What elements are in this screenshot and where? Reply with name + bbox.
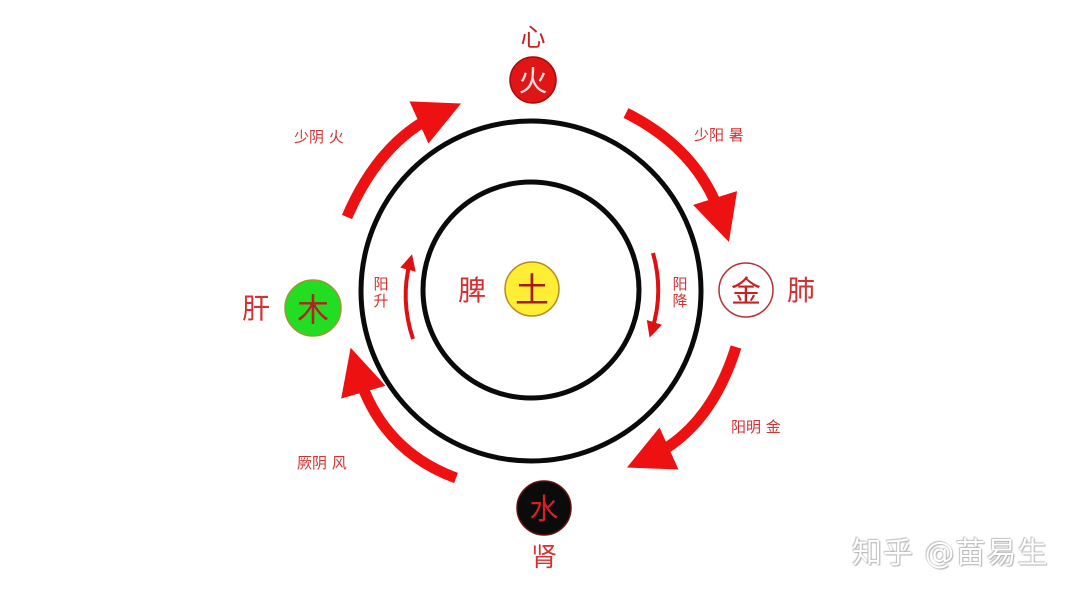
metal-circle (718, 262, 774, 318)
lung-organ-label: 肺 (787, 274, 815, 307)
wood-node: 木 肝 (242, 279, 342, 337)
arrow-yang-descending (646, 252, 663, 338)
shaoyang-summer-label: 少阳 暑 (694, 126, 744, 144)
fire-element-label: 火 (518, 64, 547, 98)
water-element-label: 水 (529, 492, 558, 526)
yang-descending-label-1: 阳 (672, 275, 687, 293)
metal-node: 金 肺 (718, 262, 815, 318)
wood-circle (284, 279, 342, 337)
fire-circle (509, 56, 557, 104)
water-circle (516, 480, 572, 536)
jueyin-wind-label: 厥阴 风 (297, 454, 347, 472)
watermark: 知乎 @苗易生 (852, 536, 1049, 571)
arrow-jueyin-wind (341, 347, 458, 484)
liver-organ-label: 肝 (242, 292, 270, 325)
wood-element-label: 木 (297, 291, 329, 329)
yang-descending-label-2: 降 (672, 292, 687, 310)
metal-element-label: 金 (731, 275, 761, 310)
spleen-organ-label: 脾 (458, 274, 486, 307)
outer-ring (358, 118, 704, 464)
heart-organ-label: 心 (520, 23, 545, 52)
earth-circle (504, 261, 560, 317)
arrow-yang-rising (400, 254, 416, 340)
arrow-yangming-metal (626, 345, 742, 470)
shaoyin-fire-label: 少阴 火 (294, 128, 344, 146)
arrow-shaoyang-summer (623, 108, 738, 243)
yangming-metal-label: 阳明 金 (731, 418, 781, 436)
yang-rising-label-2: 升 (373, 292, 388, 310)
fire-node: 火 心 (509, 23, 557, 104)
arrow-shaoyin-fire (341, 101, 462, 220)
water-node: 水 肾 (516, 480, 572, 573)
yang-rising-label-1: 阳 (373, 275, 388, 293)
earth-element-label: 土 (515, 271, 549, 311)
inner-ring (420, 179, 642, 401)
kidney-organ-label: 肾 (531, 543, 557, 573)
earth-node: 土 脾 (458, 261, 560, 317)
